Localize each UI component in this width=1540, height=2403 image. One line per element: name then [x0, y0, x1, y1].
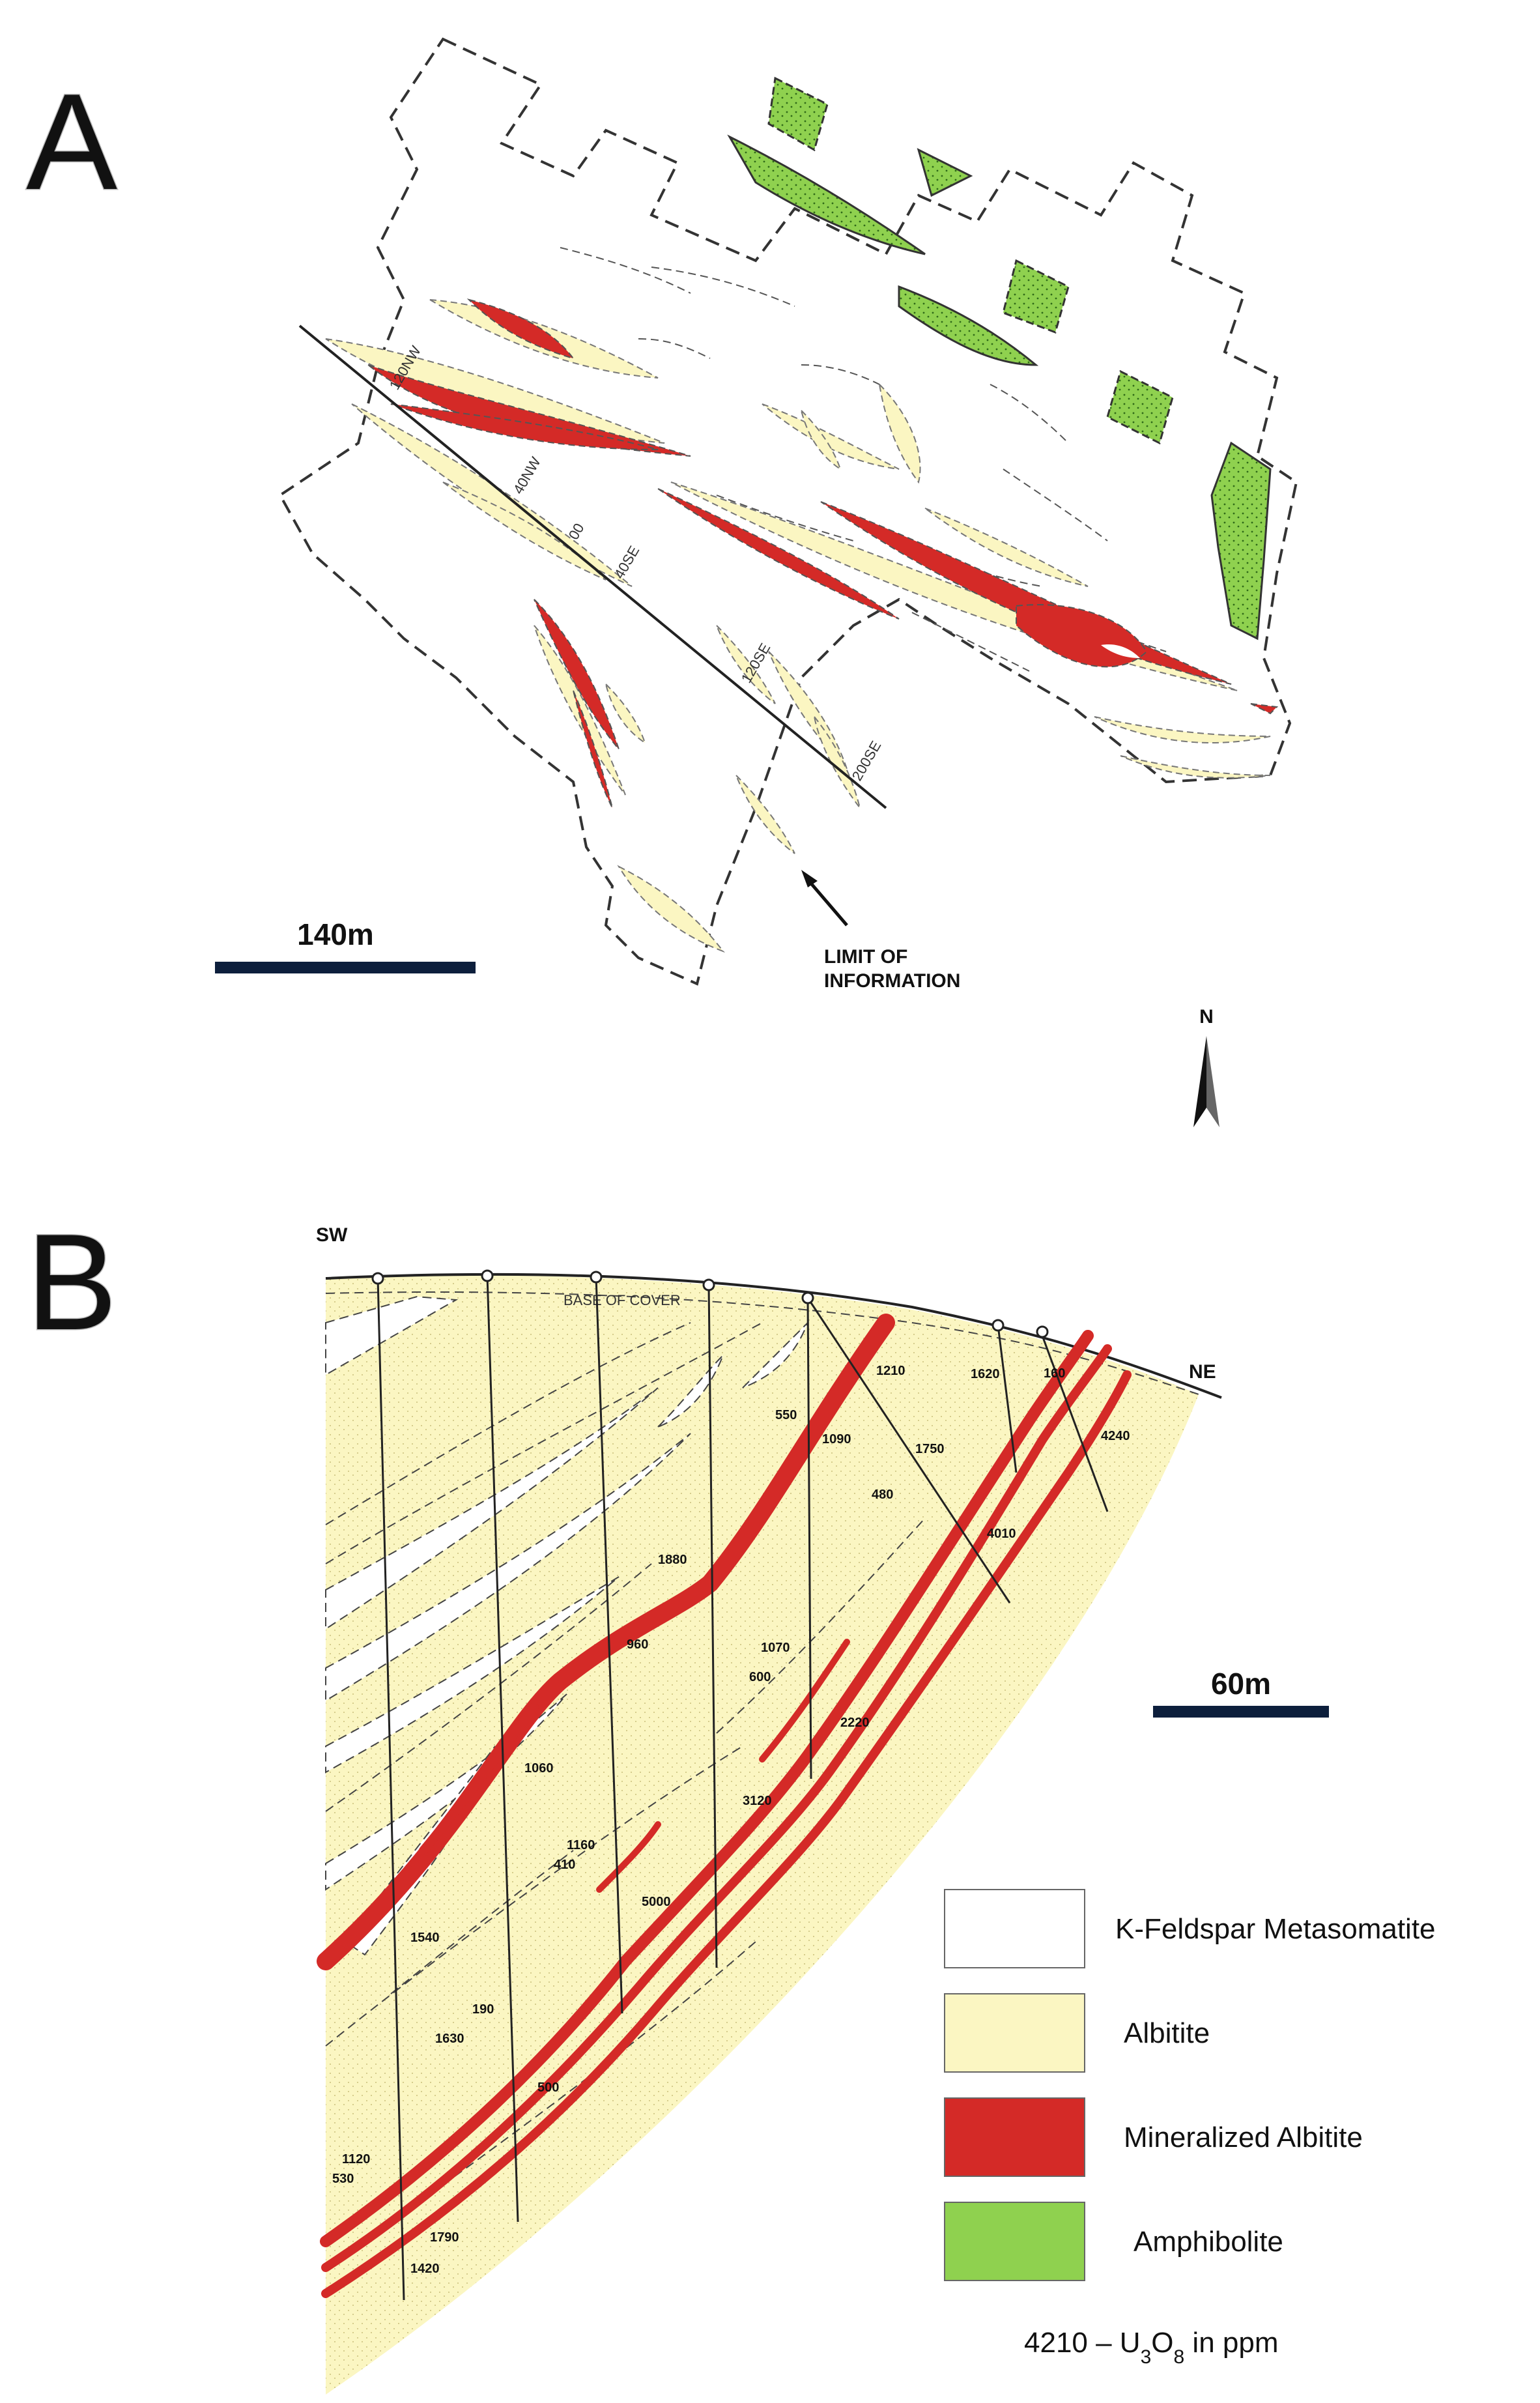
- legend-swatch-mineralized-albitite: [944, 2097, 1085, 2177]
- assay-960: 960: [627, 1637, 648, 1652]
- amphibolite-bodies: [727, 76, 1272, 640]
- assay-160: 160: [1044, 1366, 1065, 1381]
- assay-480: 480: [872, 1488, 893, 1502]
- panel-a: A: [25, 37, 1298, 1127]
- legend-label-amphibolite: Amphibolite: [1134, 2226, 1283, 2258]
- assay-2220: 2220: [840, 1716, 870, 1730]
- assay-1880: 1880: [658, 1553, 687, 1567]
- section-label-40se: 40SE: [611, 543, 643, 581]
- assay-1090: 1090: [822, 1432, 851, 1446]
- assay-3120: 3120: [743, 1794, 772, 1808]
- drill-holes: [371, 1269, 1109, 2301]
- panel-b: B SW NE BASE OF COVER: [25, 1205, 1329, 2395]
- assay-1210: 1210: [876, 1364, 905, 1378]
- legend: K-Feldspar Metasomatite Albitite Mineral…: [944, 1889, 1436, 2368]
- assay-1790: 1790: [430, 2230, 459, 2245]
- assay-530: 530: [332, 2172, 354, 2186]
- base-of-cover-label: BASE OF COVER: [563, 1292, 681, 1308]
- assay-410: 410: [554, 1858, 575, 1872]
- assay-1160: 1160: [567, 1838, 595, 1852]
- sw-label: SW: [316, 1224, 348, 1246]
- scale-bar-a: [215, 962, 476, 973]
- assay-1620: 1620: [971, 1367, 1000, 1381]
- limit-arrow: [806, 878, 848, 927]
- north-label: N: [1199, 1006, 1214, 1028]
- assay-labels: 1210 1620 160 550 1090 1750 4240 480 401…: [332, 1364, 1130, 2276]
- assay-1070: 1070: [761, 1641, 790, 1655]
- legend-label-albitite: Albitite: [1124, 2017, 1210, 2049]
- mineralized-albitite-a: [367, 298, 1279, 809]
- limit-label-line1: LIMIT OF: [824, 946, 907, 968]
- north-arrow-icon: [1193, 1036, 1219, 1127]
- panel-a-letter: A: [26, 65, 117, 218]
- assay-500: 500: [537, 2080, 559, 2095]
- limit-label-line2: INFORMATION: [824, 970, 960, 992]
- section-label-40nw: 40NW: [510, 454, 544, 497]
- assay-1060: 1060: [524, 1761, 554, 1776]
- assay-5000: 5000: [642, 1895, 671, 1909]
- limit-of-information-outline: [278, 37, 1298, 986]
- scale-bar-b: [1153, 1706, 1329, 1718]
- assay-550: 550: [775, 1408, 797, 1422]
- base-of-cover-line: [325, 1291, 1199, 1395]
- ne-label: NE: [1189, 1361, 1216, 1383]
- assay-4240: 4240: [1101, 1429, 1130, 1443]
- assay-1420: 1420: [410, 2262, 440, 2276]
- section-line-a: [298, 324, 887, 809]
- legend-label-mineralized-albitite: Mineralized Albitite: [1124, 2122, 1363, 2153]
- legend-swatch-albitite: [944, 1993, 1085, 2073]
- legend-label-k-feldspar: K-Feldspar Metasomatite: [1115, 1913, 1436, 1945]
- assay-1540: 1540: [410, 1931, 440, 1945]
- scale-label-a: 140m: [297, 917, 374, 951]
- section-label-200se: 200SE: [849, 738, 885, 784]
- legend-swatch-amphibolite: [944, 2202, 1085, 2281]
- assay-1750: 1750: [915, 1442, 945, 1456]
- panel-b-letter: B: [26, 1205, 117, 1359]
- assay-4010: 4010: [987, 1527, 1016, 1541]
- limit-arrowhead: [801, 870, 818, 887]
- lens-hole: [1101, 644, 1140, 658]
- assay-600: 600: [749, 1670, 771, 1684]
- legend-swatch-k-feldspar: [944, 1889, 1085, 1968]
- assay-1120: 1120: [342, 2152, 370, 2166]
- scale-label-b: 60m: [1211, 1667, 1271, 1701]
- assay-1630: 1630: [435, 2032, 464, 2046]
- assay-190: 190: [472, 2002, 494, 2017]
- legend-unit-note: 4210 – U3O8 in ppm: [1024, 2327, 1278, 2368]
